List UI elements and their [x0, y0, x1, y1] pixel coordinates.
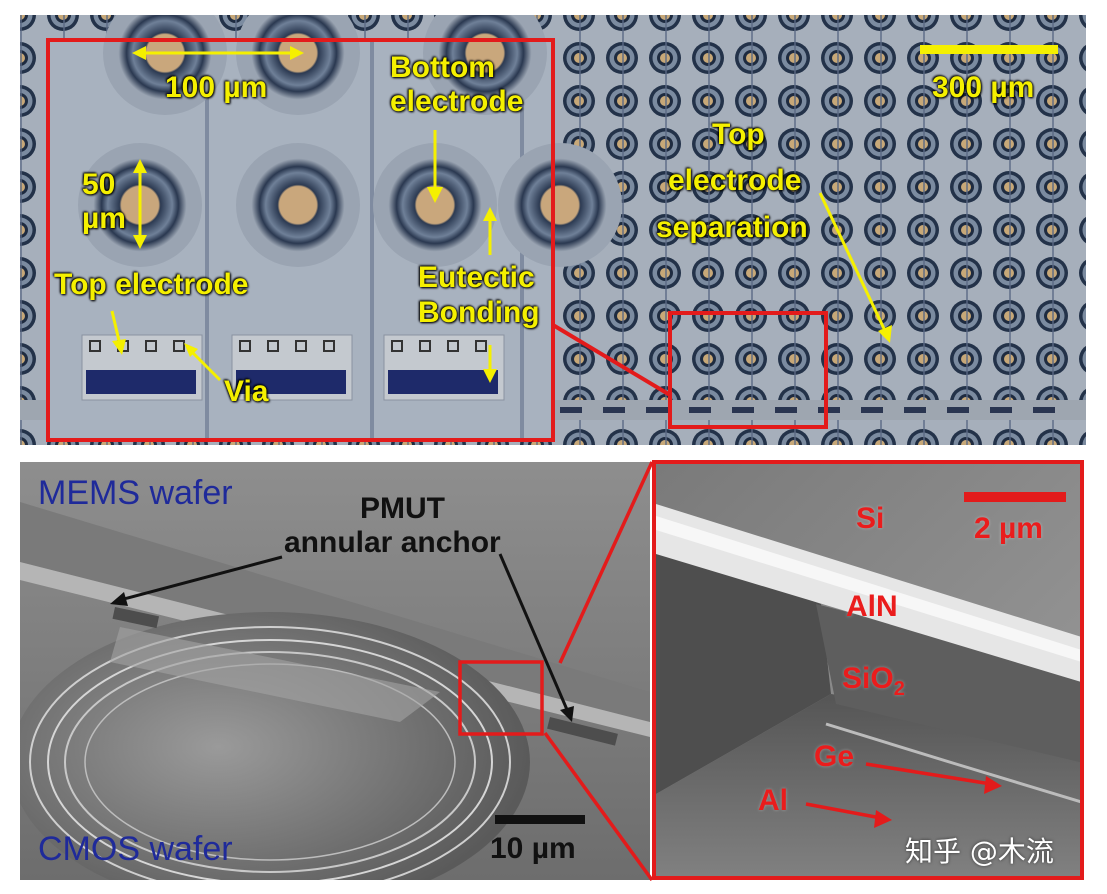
- scale-bar-10-label: 10 µm: [490, 832, 576, 865]
- sem-micrograph-panel: MEMS wafer CMOS wafer PMUT annular ancho…: [20, 462, 650, 880]
- sio2-layer-label: SiO2: [842, 662, 905, 706]
- bottom-electrode-label-line2: electrode: [390, 85, 524, 118]
- eutectic-bonding-label-line2: Bonding: [418, 296, 540, 329]
- aln-layer-label: AlN: [846, 590, 898, 623]
- sem-micrograph-image: [20, 462, 650, 880]
- ge-layer-label: Ge: [814, 740, 855, 773]
- dimension-50um-label-line1: 50: [82, 168, 116, 201]
- pmut-anchor-label-line2: annular anchor: [284, 526, 501, 559]
- cmos-wafer-label: CMOS wafer: [38, 830, 233, 868]
- sem-zoom-source-box: [458, 660, 544, 736]
- scale-bar-2-label: 2 µm: [974, 512, 1043, 545]
- top-electrode-separation-label-line1: Top: [712, 118, 765, 151]
- via-label: Via: [224, 375, 269, 408]
- zoom-source-box: [668, 311, 828, 429]
- dimension-50um-label-line2: µm: [82, 202, 126, 235]
- bottom-electrode-label-line1: Bottom: [390, 51, 495, 84]
- top-electrode-separation-label-line3: separation: [656, 211, 808, 244]
- watermark-text: 知乎 @木流: [905, 835, 1054, 868]
- si-layer-label: Si: [856, 502, 885, 535]
- scale-bar-300-label: 300 µm: [932, 71, 1035, 104]
- zoom-inset-frame: [46, 38, 555, 442]
- optical-micrograph-image: [20, 15, 1086, 445]
- dimension-100um-label: 100 µm: [165, 71, 268, 104]
- top-electrode-label: Top electrode: [54, 268, 249, 301]
- mems-wafer-label: MEMS wafer: [38, 474, 233, 512]
- sem-inset-panel: Si 2 µm AlN SiO2 Ge Al: [652, 460, 1084, 880]
- sem-inset-image: [656, 464, 1080, 876]
- sio2-subscript: 2: [893, 678, 905, 700]
- sio2-base-text: SiO: [842, 662, 894, 695]
- optical-micrograph-panel: 300 µm 100 µm 50 µm Bottom electrode Top…: [20, 15, 1086, 445]
- pmut-anchor-label-line1: PMUT: [360, 492, 445, 525]
- al-layer-label: Al: [758, 784, 788, 817]
- eutectic-bonding-label-line1: Eutectic: [418, 261, 535, 294]
- top-electrode-separation-label-line2: electrode: [668, 164, 802, 197]
